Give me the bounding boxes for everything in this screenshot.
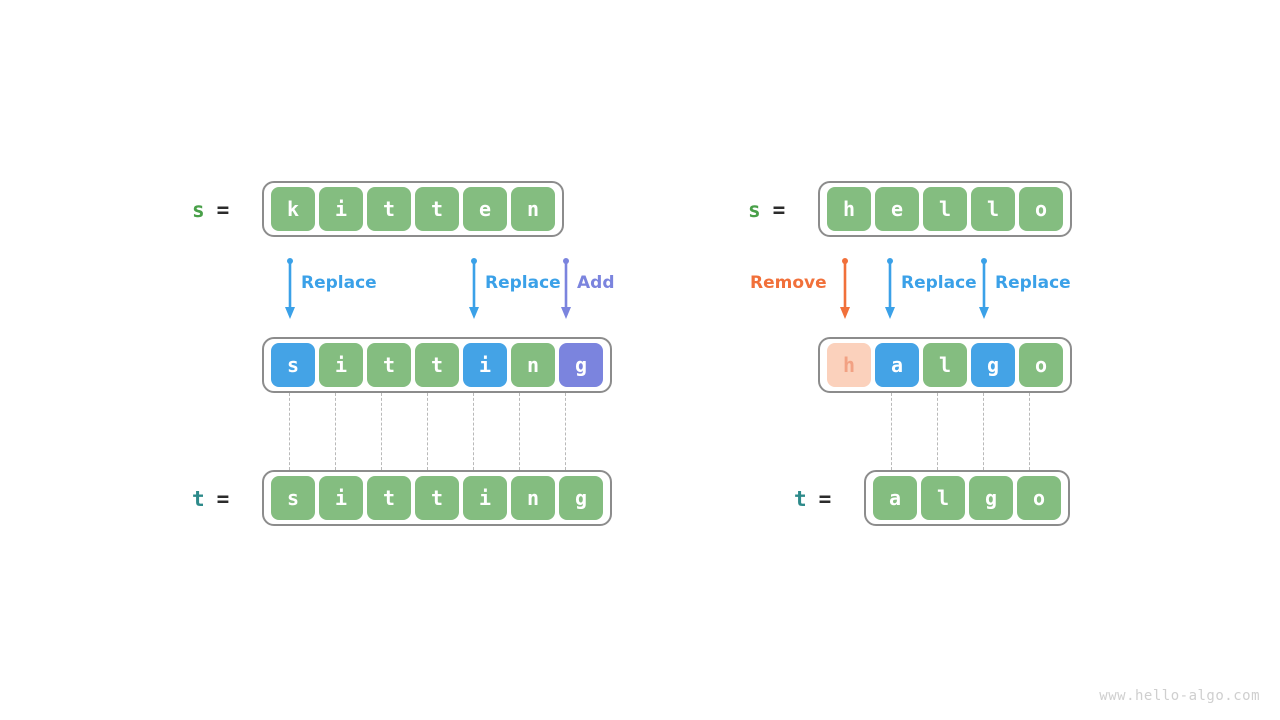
array-cell: i [463,343,507,387]
operation-arrow-replace [883,258,897,320]
operation-label-replace: Replace [901,273,977,293]
array-cell: e [463,187,507,231]
array-cell: l [923,343,967,387]
array-cell: g [971,343,1015,387]
target-array-left: s i t t i n g [262,470,612,526]
array-cell: i [319,343,363,387]
array-cell: n [511,343,555,387]
array-cell: t [367,187,411,231]
array-cell: o [1017,476,1061,520]
connector-dashed-line [983,393,984,470]
connector-dashed-line [381,393,382,470]
target-var-name-left: t [192,487,205,511]
operation-arrow-add [559,258,573,320]
operation-arrow-replace [283,258,297,320]
edited-array-left: s i t t i n g [262,337,612,393]
connector-dashed-line [289,393,290,470]
array-cell: o [1019,187,1063,231]
array-cell: h [827,343,871,387]
connector-dashed-line [937,393,938,470]
array-cell: k [271,187,315,231]
edited-array-right: h a l g o [818,337,1072,393]
array-cell: a [875,343,919,387]
array-cell: g [559,343,603,387]
array-cell: h [827,187,871,231]
connector-dashed-line [519,393,520,470]
source-equals-left: = [216,198,230,222]
operation-arrow-replace [467,258,481,320]
connector-dashed-line [1029,393,1030,470]
array-cell: i [463,476,507,520]
watermark: www.hello-algo.com [1099,688,1260,704]
connector-dashed-line [473,393,474,470]
target-equals-right: = [818,487,832,511]
source-equals-right: = [772,198,786,222]
source-label-left: s= [192,200,229,221]
operation-arrow-replace [977,258,991,320]
target-label-right: t= [794,489,831,510]
connector-dashed-line [565,393,566,470]
array-cell: i [319,476,363,520]
array-cell: g [969,476,1013,520]
target-array-right: a l g o [864,470,1070,526]
array-cell: g [559,476,603,520]
connector-dashed-line [335,393,336,470]
operation-arrow-remove [838,258,852,320]
source-label-right: s= [748,200,785,221]
source-var-name-left: s [192,198,205,222]
array-cell: s [271,343,315,387]
source-var-name-right: s [748,198,761,222]
array-cell: t [415,187,459,231]
operation-label-add: Add [577,273,615,293]
array-cell: l [921,476,965,520]
operation-label-replace: Replace [485,273,561,293]
array-cell: i [319,187,363,231]
connector-dashed-line [427,393,428,470]
target-label-left: t= [192,489,229,510]
array-cell: s [271,476,315,520]
target-equals-left: = [216,487,230,511]
array-cell: e [875,187,919,231]
array-cell: a [873,476,917,520]
array-cell: t [415,343,459,387]
source-array-right: h e l l o [818,181,1072,237]
array-cell: l [923,187,967,231]
array-cell: o [1019,343,1063,387]
array-cell: n [511,476,555,520]
operation-label-remove: Remove [750,273,827,293]
operation-label-replace: Replace [995,273,1071,293]
array-cell: t [367,476,411,520]
array-cell: t [415,476,459,520]
array-cell: l [971,187,1015,231]
target-var-name-right: t [794,487,807,511]
source-array-left: k i t t e n [262,181,564,237]
connector-dashed-line [891,393,892,470]
operation-label-replace: Replace [301,273,377,293]
array-cell: t [367,343,411,387]
array-cell: n [511,187,555,231]
